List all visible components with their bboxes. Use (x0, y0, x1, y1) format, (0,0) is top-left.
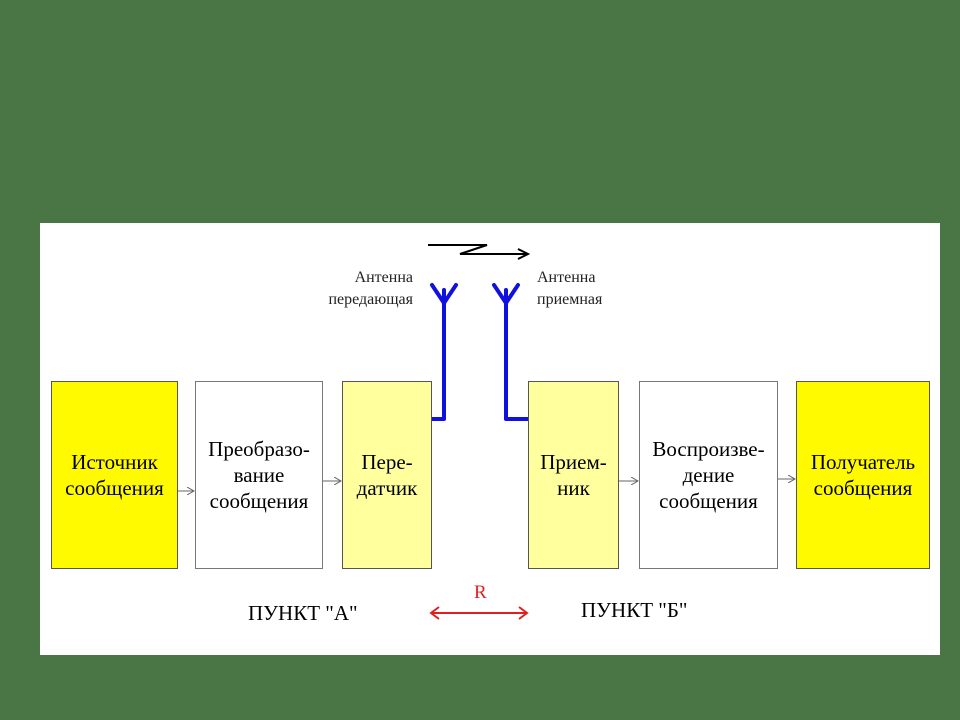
distance-label: R (474, 582, 487, 603)
antenna-icon (430, 283, 458, 421)
source-block: Источник сообщения (51, 381, 178, 569)
antenna-icon (492, 283, 530, 421)
transmitter-block: Пере- датчик (342, 381, 432, 569)
conversion-block: Преобразо- вание сообщения (195, 381, 323, 569)
point-a-label: ПУНКТ "А" (248, 601, 358, 625)
receiver-block: Прием- ник (528, 381, 619, 569)
diagram-panel: Источник сообщения Преобразо- вание сооб… (40, 223, 940, 655)
reproduction-block: Воспроизве- дение сообщения (639, 381, 778, 569)
recipient-block: Получатель сообщения (796, 381, 930, 569)
diagram-connectors (178, 244, 940, 620)
receiving-antenna-label: Антенна приемная (537, 269, 603, 308)
point-b-label: ПУНКТ "Б" (581, 598, 688, 622)
radio-wave-arrow-icon (428, 244, 531, 260)
double-arrow-icon (429, 606, 529, 620)
transmitting-antenna-label: Антенна передающая (328, 269, 413, 308)
